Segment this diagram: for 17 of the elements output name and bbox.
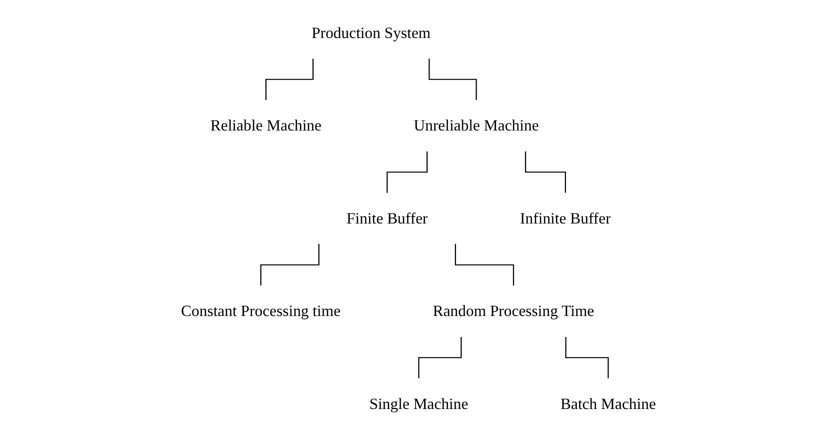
connector: [428, 58, 477, 101]
connector: [418, 336, 462, 379]
node-text: Constant Processing time: [181, 302, 341, 320]
connector: [565, 336, 609, 379]
node-text: Reliable Machine: [210, 116, 322, 134]
node-text: Production System: [312, 24, 431, 42]
connector: [454, 244, 514, 286]
node-text: Infinite Buffer: [520, 210, 611, 228]
connector: [386, 151, 428, 194]
connector: [265, 58, 314, 101]
node-text: Batch Machine: [560, 395, 656, 413]
connector: [260, 244, 320, 286]
node-text: Unreliable Machine: [414, 116, 539, 134]
node-text: Random Processing Time: [432, 302, 594, 320]
node-text: Finite Buffer: [346, 210, 428, 228]
node-text: Single Machine: [369, 395, 468, 413]
connector: [524, 151, 566, 194]
